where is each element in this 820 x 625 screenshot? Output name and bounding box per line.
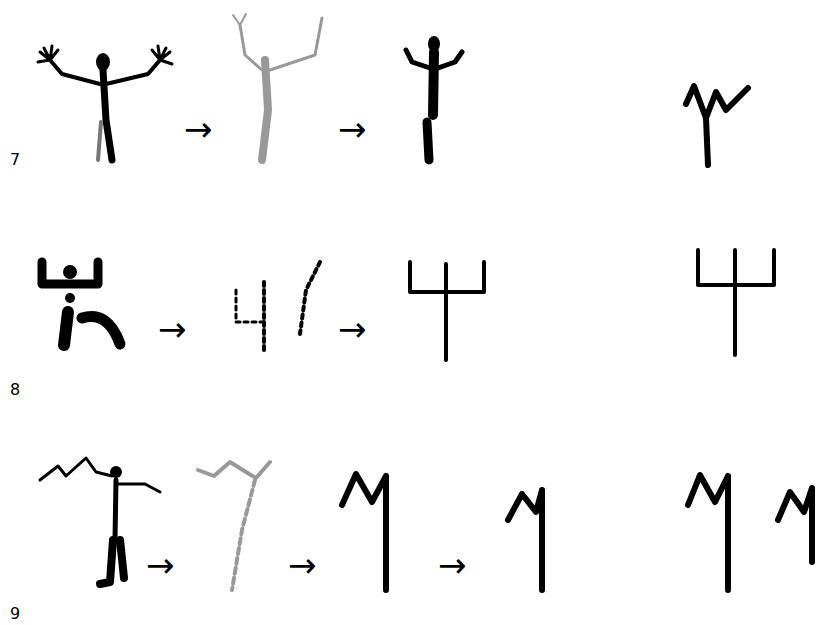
trident-glyph xyxy=(410,262,484,360)
arrow-symbol: → xyxy=(338,112,367,146)
petroglyph-figure xyxy=(42,262,120,345)
row-number: 9 xyxy=(10,606,20,622)
stylized-figure xyxy=(406,36,462,160)
row-number: 8 xyxy=(10,382,20,398)
rune-glyph xyxy=(342,474,386,590)
row-number: 7 xyxy=(10,152,20,168)
rune-glyph xyxy=(686,86,748,165)
arrow-symbol: → xyxy=(158,312,187,346)
arrow-symbol: → xyxy=(288,548,317,582)
faded-figure xyxy=(198,462,270,590)
petroglyph-figure xyxy=(40,458,160,584)
arrow-symbol: → xyxy=(184,112,213,146)
arrow-symbol: → xyxy=(438,548,467,582)
rune-glyph xyxy=(688,475,728,590)
dotted-figure xyxy=(236,262,320,352)
arrow-symbol: → xyxy=(146,548,175,582)
arrow-symbol: → xyxy=(338,312,367,346)
faded-figure xyxy=(233,14,322,160)
rune-glyph xyxy=(698,250,774,355)
petroglyph-figure xyxy=(38,46,172,160)
rune-glyph xyxy=(508,490,542,590)
rune-glyph xyxy=(778,488,812,562)
